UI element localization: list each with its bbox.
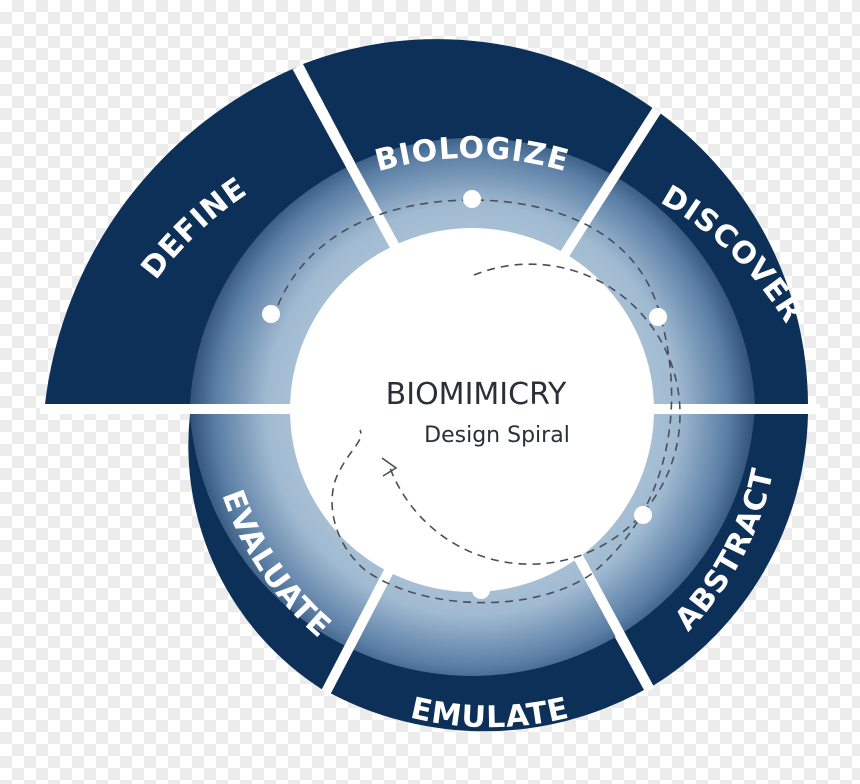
spiral-arrowhead	[381, 457, 398, 477]
stage-dot	[634, 506, 652, 524]
center-circle	[290, 228, 654, 592]
center-subtitle: Design Spiral	[424, 423, 570, 448]
stage-dot	[649, 308, 667, 326]
stage-dot	[339, 501, 357, 519]
stage-dot	[262, 305, 280, 323]
stage-dot	[463, 190, 481, 208]
spiral-path	[277, 199, 681, 604]
center-title: BIOMIMICRY	[386, 377, 567, 412]
stage-dots	[262, 190, 667, 599]
stage-dot	[472, 581, 490, 599]
